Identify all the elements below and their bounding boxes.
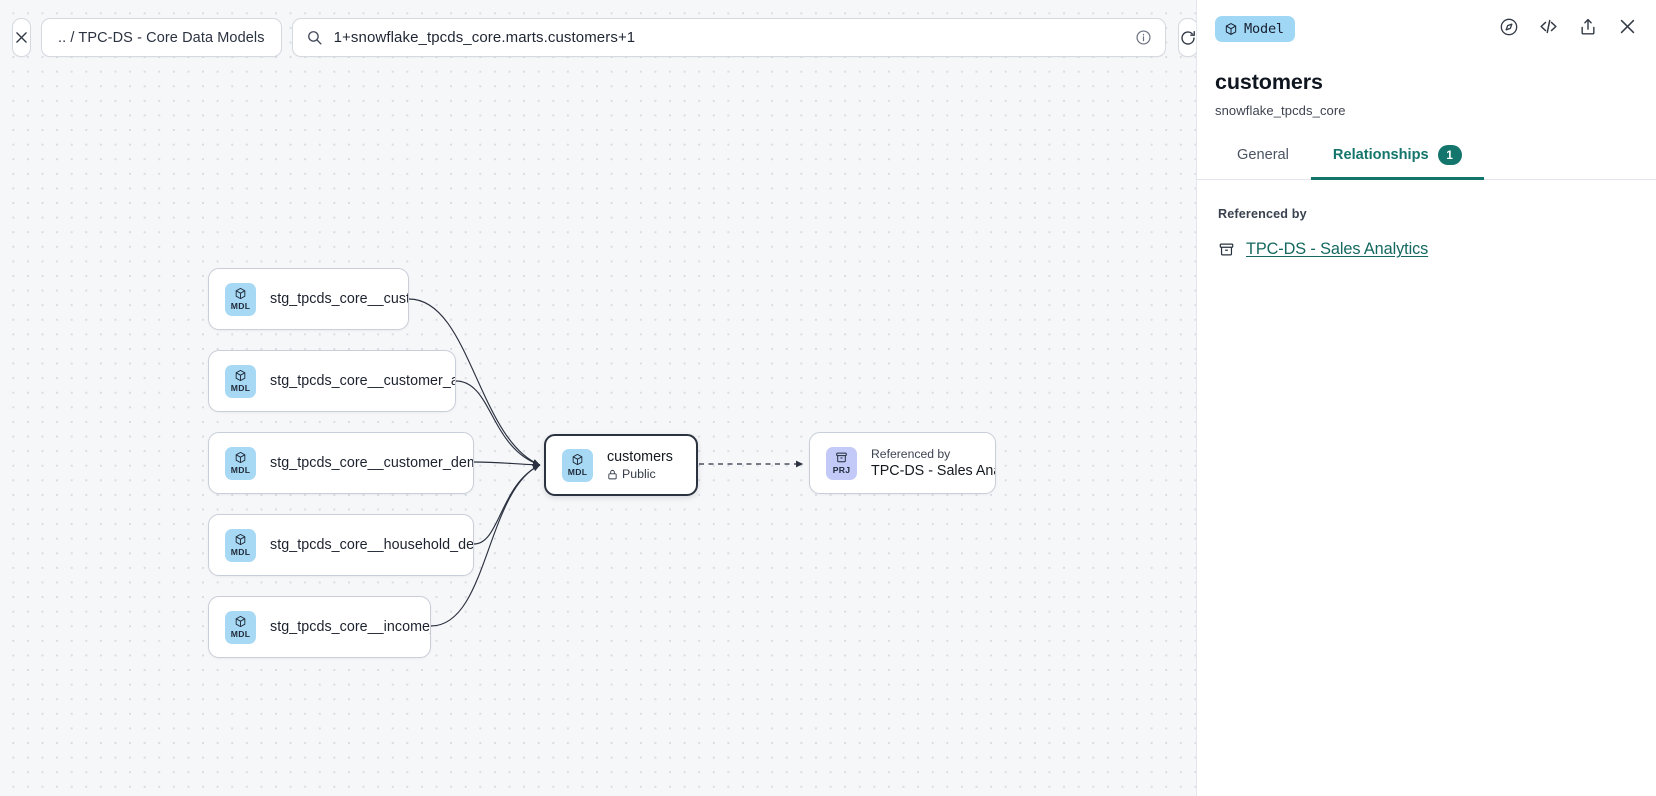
lineage-node-label: stg_tpcds_core__customer_address (270, 373, 455, 389)
lineage-node[interactable]: MDL stg_tpcds_core__customer_demogra… (208, 432, 474, 494)
share-icon[interactable] (1578, 17, 1598, 42)
cube-icon (234, 369, 247, 382)
close-icon (13, 29, 30, 46)
lock-icon (607, 469, 618, 480)
model-badge: MDL (225, 364, 256, 398)
tab-relationships-label: Relationships (1332, 147, 1429, 163)
search-input[interactable]: 1+snowflake_tpcds_core.marts.customers+1 (291, 18, 1166, 57)
model-badge: MDL (225, 282, 256, 316)
page-title: customers (1215, 70, 1323, 94)
archive-icon (1218, 241, 1235, 258)
cube-icon (234, 451, 247, 464)
model-badge-label: MDL (567, 467, 588, 477)
close-icon[interactable] (1617, 16, 1638, 42)
lineage-edges (408, 298, 804, 627)
breadcrumb[interactable]: .. / TPC-DS - Core Data Models (41, 18, 282, 57)
detail-panel-actions (1499, 16, 1638, 42)
refresh-icon (1179, 29, 1196, 47)
archive-icon (835, 451, 848, 464)
referenced-by-label: Referenced by (1218, 207, 1307, 221)
cube-icon (234, 287, 247, 300)
refresh-button[interactable] (1177, 18, 1196, 57)
cube-icon (234, 533, 247, 546)
lineage-toolbar: .. / TPC-DS - Core Data Models 1+snowfla… (0, 0, 1196, 75)
search-icon (306, 29, 323, 46)
info-icon[interactable] (1135, 29, 1152, 46)
referenced-by-link[interactable]: TPC-DS - Sales Analytics (1246, 240, 1429, 258)
selected-node-access-label: Public (622, 467, 656, 481)
tab-general[interactable]: General (1215, 145, 1311, 180)
lineage-node-label: stg_tpcds_core__customer_demogra… (270, 455, 473, 471)
close-lineage-button[interactable] (12, 18, 31, 57)
model-badge: MDL (225, 446, 256, 480)
project-node-text: Referenced by TPC-DS - Sales Analytics (871, 447, 995, 479)
model-type-chip-label: Model (1244, 21, 1284, 37)
project-badge-label: PRJ (832, 465, 851, 475)
panel-subtitle: snowflake_tpcds_core (1215, 103, 1346, 118)
model-badge: MDL (225, 528, 256, 562)
cube-icon (1224, 22, 1238, 36)
model-badge-label: MDL (230, 383, 251, 393)
tab-relationships-count: 1 (1437, 145, 1462, 165)
lineage-node[interactable]: MDL stg_tpcds_core__household_demogr… (208, 514, 474, 576)
lineage-node-label: stg_tpcds_core__household_demogr… (270, 537, 474, 553)
detail-panel: Model customers snowflake_tpcds_core (1196, 0, 1656, 796)
lineage-node-project[interactable]: PRJ Referenced by TPC-DS - Sales Analyti… (809, 432, 996, 494)
model-badge-label: MDL (230, 465, 251, 475)
list-item[interactable]: TPC-DS - Sales Analytics (1218, 240, 1638, 259)
code-icon[interactable] (1538, 16, 1559, 42)
cube-icon (234, 615, 247, 628)
relationships-content: Referenced by TPC-DS - Sales Analytics (1197, 180, 1656, 259)
model-badge: MDL (225, 610, 256, 644)
lineage-canvas[interactable]: MDL stg_tpcds_core__customer MDL stg_tpc… (0, 0, 1196, 796)
lineage-node[interactable]: MDL stg_tpcds_core__income_band (208, 596, 431, 658)
model-badge-label: MDL (230, 547, 251, 557)
model-badge-label: MDL (230, 301, 251, 311)
selected-node-text: customers Public (607, 449, 673, 481)
cube-icon (571, 453, 584, 466)
lineage-node-label: stg_tpcds_core__customer (270, 291, 408, 307)
lineage-node-selected[interactable]: MDL customers Public (544, 434, 698, 496)
lineage-node[interactable]: MDL stg_tpcds_core__customer (208, 268, 409, 330)
tab-general-label: General (1237, 147, 1289, 163)
project-badge: PRJ (826, 446, 857, 480)
search-input-value[interactable]: 1+snowflake_tpcds_core.marts.customers+1 (333, 29, 636, 46)
selected-node-access: Public (607, 467, 673, 481)
lineage-node[interactable]: MDL stg_tpcds_core__customer_address (208, 350, 456, 412)
tab-relationships[interactable]: Relationships 1 (1310, 145, 1484, 180)
explore-icon[interactable] (1499, 17, 1519, 42)
model-badge: MDL (562, 448, 593, 482)
detail-panel-header: Model (1197, 0, 1656, 58)
selected-node-title: customers (607, 449, 673, 465)
detail-panel-titles: customers snowflake_tpcds_core (1197, 58, 1656, 118)
lineage-node-label: stg_tpcds_core__income_band (270, 619, 431, 635)
model-type-chip: Model (1215, 16, 1295, 42)
project-node-caption: Referenced by (871, 447, 951, 461)
project-node-title: TPC-DS - Sales Analytics (871, 463, 995, 479)
detail-panel-tabs: General Relationships 1 (1197, 145, 1656, 180)
model-badge-label: MDL (230, 629, 251, 639)
